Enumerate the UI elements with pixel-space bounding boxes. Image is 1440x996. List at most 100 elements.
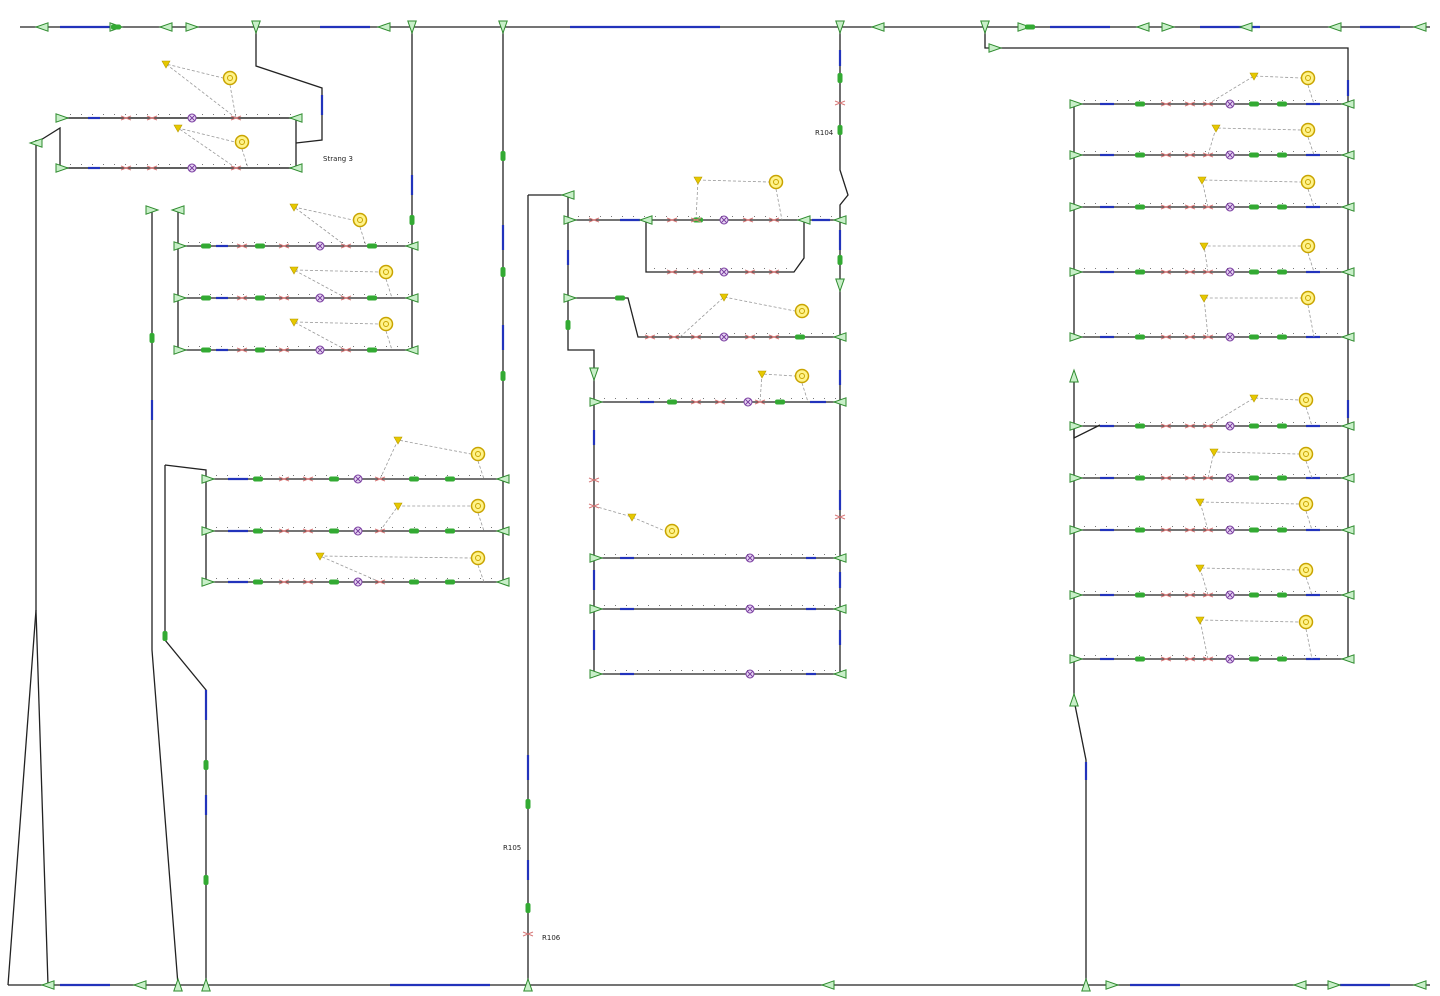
- node-dot: [835, 398, 836, 399]
- node-dot: [1139, 203, 1140, 204]
- node-dot: [791, 554, 792, 555]
- node-dot: [1161, 203, 1162, 204]
- node-dot: [1304, 333, 1305, 334]
- lamp-outer: [1300, 290, 1316, 306]
- node-dot: [1238, 100, 1239, 101]
- node-dot: [1106, 526, 1107, 527]
- node-dot: [687, 268, 688, 269]
- resistor-element: [1160, 656, 1172, 662]
- terminal-node: [1069, 692, 1079, 707]
- switch-element: [500, 371, 506, 381]
- resistor-glyph: [768, 217, 780, 223]
- lamp-inner: [799, 373, 805, 379]
- node-dot: [326, 475, 327, 476]
- valve-cross: [1226, 203, 1234, 211]
- node-dot: [1183, 333, 1184, 334]
- node-dot: [600, 216, 601, 217]
- terminal-node: [145, 205, 160, 215]
- node-dot: [199, 294, 200, 295]
- node-dot: [232, 346, 233, 347]
- resistor-glyph: [1160, 656, 1172, 662]
- node-dot: [370, 578, 371, 579]
- node-dot: [1282, 474, 1283, 475]
- component-layer: [28, 20, 1427, 992]
- node-dot: [293, 475, 294, 476]
- node-dot: [249, 578, 250, 579]
- node-dot: [1194, 100, 1195, 101]
- node-dot: [710, 216, 711, 217]
- lamp-inner: [773, 179, 779, 185]
- resistor-glyph: [1202, 527, 1214, 533]
- switch-element: [1249, 334, 1259, 340]
- node-dot: [1117, 474, 1118, 475]
- node-dot: [1106, 100, 1107, 101]
- node-dot: [637, 605, 638, 606]
- node-dot: [480, 527, 481, 528]
- terminal-node: [1327, 22, 1342, 32]
- valve-cross: [1226, 591, 1234, 599]
- resistor-element: [1160, 152, 1172, 158]
- resistor-element: [588, 477, 600, 483]
- switch-element: [445, 579, 455, 585]
- terminal-node: [835, 20, 845, 35]
- node-dot: [216, 527, 217, 528]
- switch-element: [1135, 475, 1145, 481]
- node-dot: [699, 216, 700, 217]
- node-dot: [397, 294, 398, 295]
- node-dot: [114, 114, 115, 115]
- node-dot: [1304, 474, 1305, 475]
- resistor-element: [278, 476, 290, 482]
- node-dot: [1095, 151, 1096, 152]
- node-dot: [246, 114, 247, 115]
- node-dot: [731, 268, 732, 269]
- node-dot: [331, 294, 332, 295]
- node-dot: [820, 216, 821, 217]
- terminal-node: [201, 474, 216, 484]
- node-dot: [780, 554, 781, 555]
- node-dot: [1194, 474, 1195, 475]
- resistor-glyph: [692, 269, 704, 275]
- node-dot: [670, 670, 671, 671]
- node-dot: [1205, 268, 1206, 269]
- lamp-element: [1300, 174, 1316, 190]
- sensor-element: [289, 266, 299, 275]
- node-dot: [287, 242, 288, 243]
- node-dot: [265, 294, 266, 295]
- lamp-element: [378, 264, 394, 280]
- node-dot: [1172, 151, 1173, 152]
- resistor-glyph: [120, 165, 132, 171]
- node-dot: [780, 605, 781, 606]
- switch-element: [201, 295, 211, 301]
- resistor-element: [1202, 269, 1214, 275]
- node-dot: [1139, 591, 1140, 592]
- node-dot: [282, 475, 283, 476]
- node-dot: [824, 398, 825, 399]
- lamp-element: [378, 316, 394, 332]
- node-dot: [1128, 333, 1129, 334]
- node-dot: [353, 294, 354, 295]
- lamp-inner: [1305, 179, 1311, 185]
- node-dot: [578, 216, 579, 217]
- valve-cross: [1226, 422, 1234, 430]
- sensor-element: [1211, 124, 1221, 133]
- terminal-node: [1340, 99, 1355, 109]
- node-dot: [835, 554, 836, 555]
- sensor-element: [1195, 616, 1205, 625]
- strang-label: Strang 3: [323, 155, 353, 163]
- valve-element: [1225, 590, 1235, 600]
- node-dot: [703, 554, 704, 555]
- resistor-glyph: [1160, 334, 1172, 340]
- resistor-element: [1160, 101, 1172, 107]
- node-dot: [1106, 591, 1107, 592]
- valve-element: [315, 293, 325, 303]
- resistor-element: [1160, 527, 1172, 533]
- node-dot: [1326, 655, 1327, 656]
- node-dot: [224, 164, 225, 165]
- terminal-node: [1327, 980, 1342, 990]
- sensor-link: [1305, 628, 1313, 660]
- lamp-outer: [794, 368, 810, 384]
- terminal-node: [1292, 980, 1307, 990]
- lamp-element: [1298, 562, 1314, 578]
- node-dot: [1205, 151, 1206, 152]
- wire: [255, 27, 323, 144]
